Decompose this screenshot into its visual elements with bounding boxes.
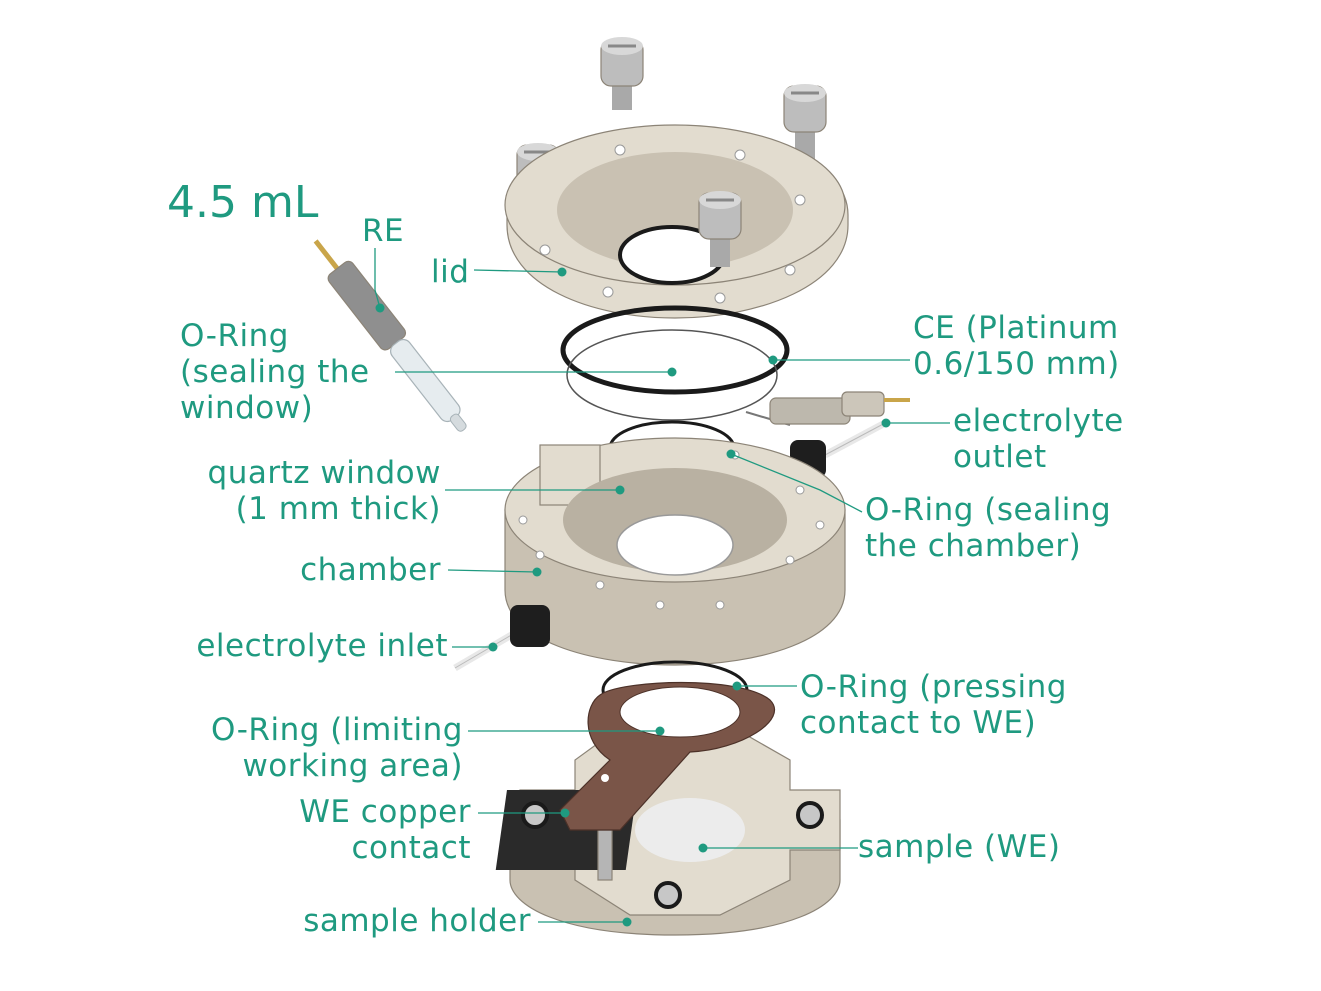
label-quartz-window-line2: (1 mm thick)	[236, 491, 441, 527]
label-oring-chamber-line2: the chamber)	[865, 528, 1081, 564]
label-ce-line1: CE (Platinum	[913, 310, 1119, 346]
label-oring-pressing-line2: contact to WE)	[800, 705, 1036, 741]
label-quartz-window-line1: quartz window	[208, 455, 441, 491]
label-ce-line2: 0.6/150 mm)	[913, 346, 1120, 382]
label-oring-limiting-line1: O-Ring (limiting	[211, 712, 463, 748]
label-electrolyte-outlet-line1: electrolyte	[953, 403, 1124, 439]
label-oring-limiting-line2: working area)	[242, 748, 463, 784]
label-we-copper-line1: WE copper	[299, 794, 471, 830]
chamber	[504, 437, 846, 666]
electrolyte-inlet-part	[453, 605, 550, 672]
reference-electrode-part	[313, 239, 467, 432]
label-re: RE	[362, 213, 404, 249]
label-lid: lid	[431, 254, 469, 290]
label-electrolyte-inlet: electrolyte inlet	[196, 628, 448, 664]
label-oring-window-line3: window)	[180, 390, 313, 426]
thumb-screw	[698, 191, 742, 267]
volume-label: 4.5 mL	[167, 177, 319, 228]
label-sample-holder: sample holder	[303, 903, 531, 939]
label-oring-chamber-line1: O-Ring (sealing	[865, 492, 1111, 528]
label-sample: sample (WE)	[858, 829, 1061, 865]
thumb-screw	[783, 84, 827, 159]
ce-platinum-wire-part	[566, 329, 778, 421]
label-electrolyte-outlet-line2: outlet	[953, 439, 1047, 475]
label-oring-window-line1: O-Ring	[180, 318, 289, 354]
label-chamber: chamber	[300, 552, 441, 588]
we-copper-contact-part	[559, 681, 776, 831]
label-oring-pressing-line1: O-Ring (pressing	[800, 669, 1067, 705]
thumb-screw	[600, 37, 644, 110]
oring-sealing-window-part	[560, 305, 790, 395]
label-we-copper-line2: contact	[351, 830, 471, 866]
ce-connector-part	[769, 391, 910, 425]
leader-lines	[374, 248, 950, 927]
lid	[504, 124, 849, 319]
label-oring-window-line2: (sealing the	[180, 354, 370, 390]
